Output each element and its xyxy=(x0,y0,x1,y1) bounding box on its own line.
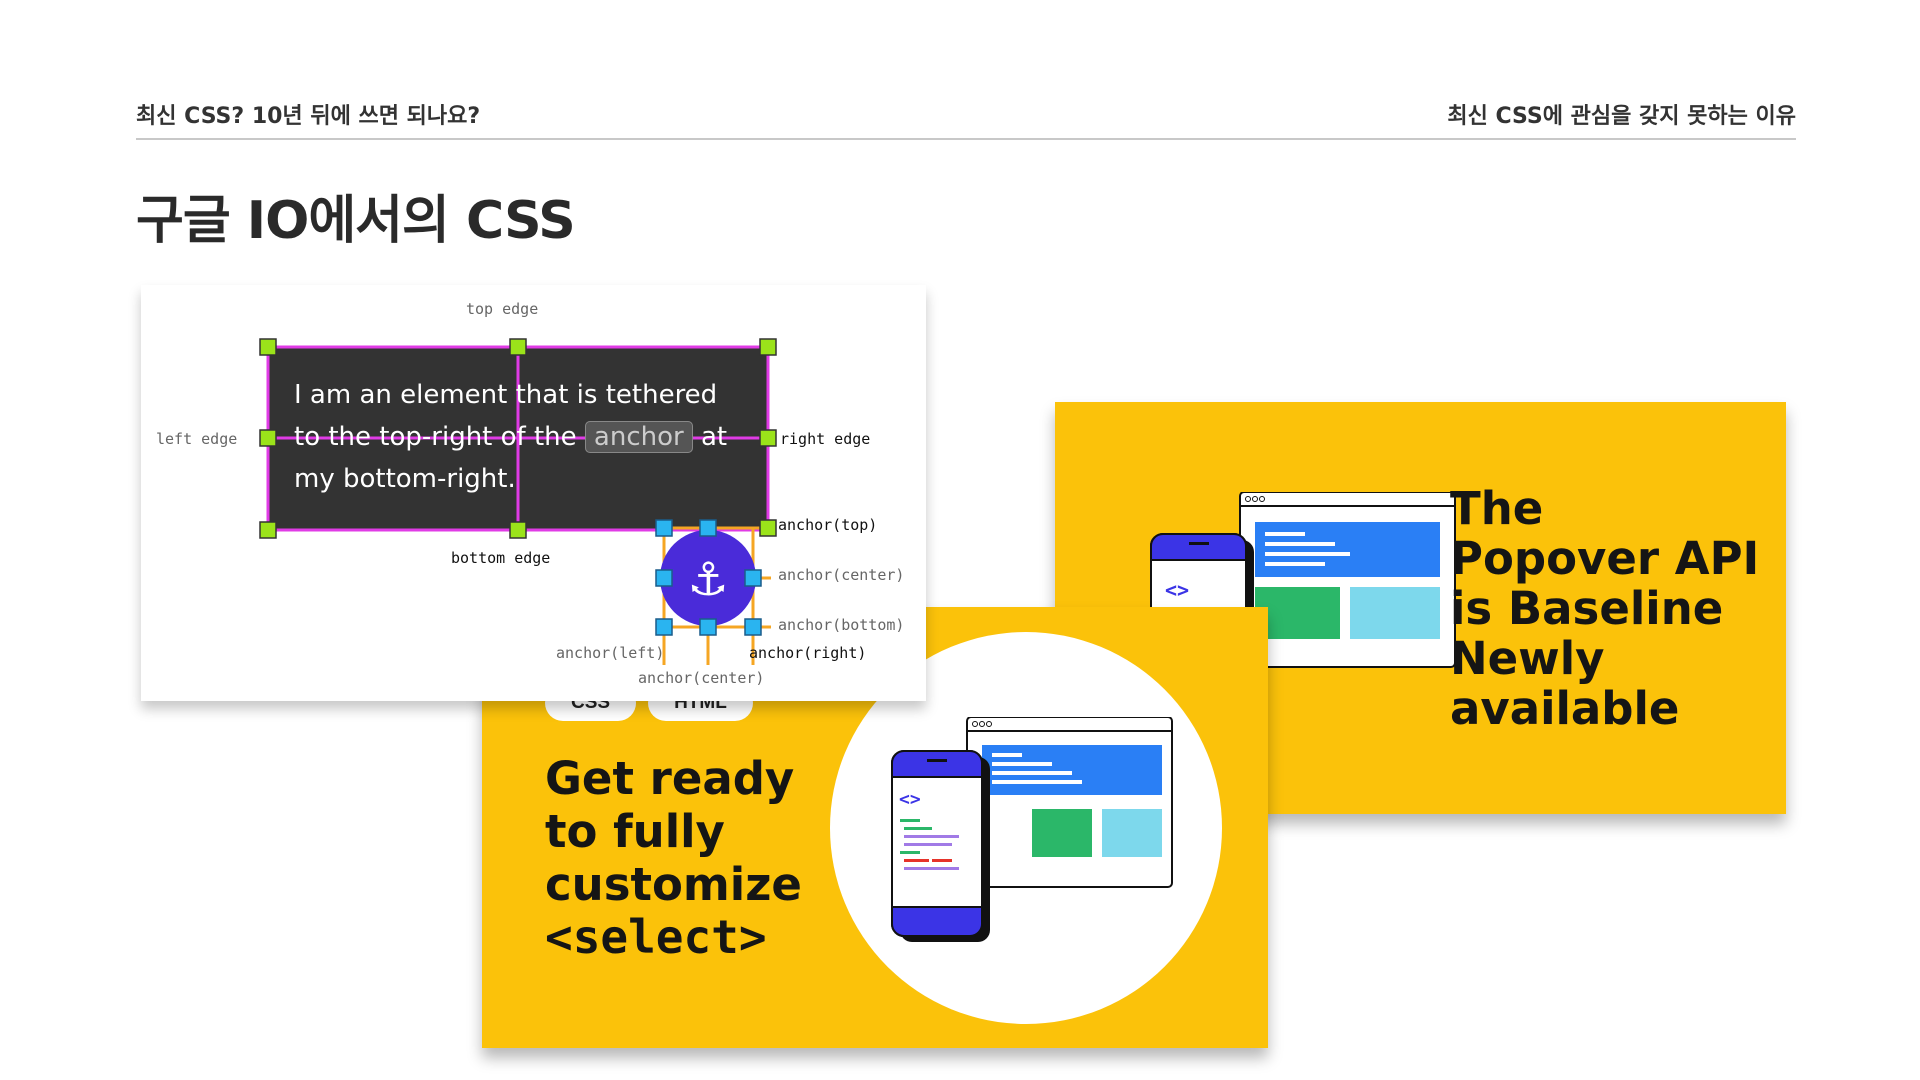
header-left: 최신 CSS? 10년 뒤에 쓰면 되나요? xyxy=(136,104,481,129)
popover-line: is Baseline xyxy=(1450,582,1724,635)
page-title: 구글 IO에서의 CSS xyxy=(136,191,576,251)
header-right: 최신 CSS에 관심을 갖지 못하는 이유 xyxy=(1447,104,1796,129)
popover-line: Popover API xyxy=(1450,532,1760,585)
popover-line: The xyxy=(1450,482,1544,535)
label-anchor-bottom: anchor(bottom) xyxy=(778,616,905,634)
popover-line: available xyxy=(1450,682,1680,735)
select-line: Get ready xyxy=(545,752,795,805)
header-divider xyxy=(136,138,1796,140)
label-anchor-right: anchor(right) xyxy=(749,644,867,662)
popover-heading: The Popover API is Baseline Newly availa… xyxy=(1450,484,1770,734)
select-line: customize xyxy=(545,858,802,911)
label-left-edge: left edge xyxy=(156,430,238,448)
tether-text-after: at my bottom-right. xyxy=(294,422,728,494)
popover-line: Newly xyxy=(1450,632,1605,685)
tethered-element-text: I am an element that is tethered to the … xyxy=(294,374,734,500)
anchor-chip: anchor xyxy=(584,421,693,453)
label-anchor-center-v: anchor(center) xyxy=(778,566,905,584)
anchor-positioning-card: ⚓ I am an element that is tethered to th… xyxy=(141,285,926,701)
select-heading: Get ready to fully customize <select> xyxy=(545,752,802,964)
svg-text:<>: <> xyxy=(899,789,921,810)
select-line: to fully xyxy=(545,805,725,858)
tether-text-before: I am an element that is tethered to the … xyxy=(294,380,718,452)
label-anchor-left: anchor(left) xyxy=(556,644,665,662)
label-top-edge: top edge xyxy=(466,300,539,318)
select-code: <select> xyxy=(545,910,767,964)
label-bottom-edge: bottom edge xyxy=(451,549,551,567)
svg-text:<>: <> xyxy=(1165,578,1189,602)
select-illustration: <> xyxy=(891,717,1173,942)
label-anchor-center-h: anchor(center) xyxy=(638,669,765,687)
svg-text:⚓: ⚓ xyxy=(687,552,728,606)
label-right-edge: right edge xyxy=(780,430,871,448)
label-anchor-top: anchor(top) xyxy=(778,516,878,534)
